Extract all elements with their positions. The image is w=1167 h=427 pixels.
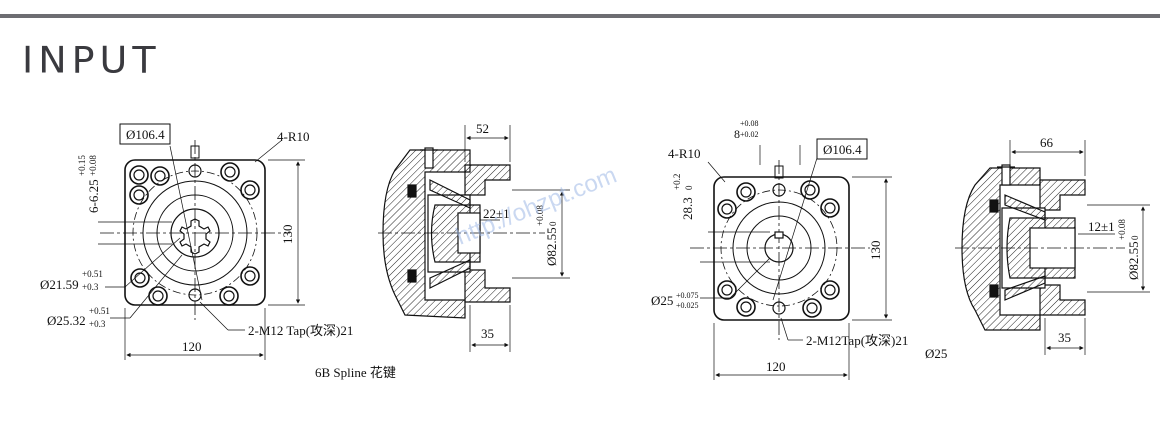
bolt-holes <box>717 180 840 318</box>
right-key-height-tol-upper: +0.2 <box>672 174 682 190</box>
left-key-width: 6-6.25 <box>86 179 101 213</box>
left-major-tol-lower: +0.3 <box>89 319 106 329</box>
right-side-pilot-dia: Ø82.55 <box>1126 241 1141 280</box>
page-title: INPUT <box>22 39 161 81</box>
right-side-inner-dim: 12±1 <box>1088 219 1115 234</box>
right-key-height-tol-lower: 0 <box>684 185 694 190</box>
right-key-width: 8 <box>734 127 740 141</box>
right-height: 130 <box>868 241 883 261</box>
left-side-top-dim: 52 <box>476 121 489 136</box>
left-side-labels: 52 35 22±1 Ø82.55 +0.08 0 <box>476 121 559 341</box>
right-side-bottom-dim: 35 <box>1058 330 1071 345</box>
right-front-view <box>690 138 892 380</box>
left-side-view <box>378 125 570 352</box>
right-front-labels: Ø106.4 4-R10 8 +0.08 +0.02 28.3 +0.2 0 Ø… <box>651 119 947 374</box>
right-side-pilot-tol-upper: +0.08 <box>1117 219 1127 240</box>
right-corner-radius: 4-R10 <box>668 146 701 161</box>
left-width: 120 <box>182 339 202 354</box>
left-corner-radius: 4-R10 <box>277 129 310 144</box>
right-key-tol-upper: +0.08 <box>740 119 759 128</box>
left-minor-tol-upper: +0.51 <box>82 269 103 279</box>
left-side-pilot-tol-lower: 0 <box>548 221 558 226</box>
left-bore-dia: Ø106.4 <box>126 127 165 142</box>
left-major-dia: Ø25.32 <box>47 313 86 328</box>
left-side-pilot-dia: Ø82.55 <box>544 227 559 266</box>
bolt-holes <box>129 162 260 306</box>
left-side-bottom-dim: 35 <box>481 326 494 341</box>
right-key-height: 28.3 <box>680 197 695 220</box>
right-shaft-dia: Ø25 <box>651 293 673 308</box>
header-rule <box>0 14 1160 18</box>
left-front-labels: Ø106.4 4-R10 6-6.25 +0.15 +0.08 Ø21.59 +… <box>40 127 396 380</box>
left-minor-tol-lower: +0.3 <box>82 282 99 292</box>
left-height: 130 <box>280 225 295 245</box>
right-shaft-tol-lower: +0.025 <box>676 301 699 310</box>
left-key-tol-lower: +0.08 <box>88 155 98 176</box>
left-key-tol-upper: +0.15 <box>77 155 87 176</box>
right-side-pilot-tol-lower: 0 <box>1130 235 1140 240</box>
right-side-labels: 66 35 12±1 Ø82.55 +0.08 0 <box>1040 135 1141 345</box>
left-major-tol-upper: +0.51 <box>89 306 110 316</box>
right-shaft-tol-upper: +0.075 <box>676 291 699 300</box>
left-side-pilot-tol-upper: +0.08 <box>535 205 545 226</box>
right-bore-dia: Ø106.4 <box>823 142 862 157</box>
right-tap: 2-M12Tap(攻深)21 <box>806 333 908 348</box>
right-side-view <box>955 140 1150 355</box>
left-minor-dia: Ø21.59 <box>40 277 79 292</box>
left-side-inner-dim: 22±1 <box>483 206 510 221</box>
left-tap: 2-M12 Tap(攻深)21 <box>248 323 353 338</box>
spline-profile <box>179 218 211 255</box>
left-front-view <box>98 123 305 360</box>
right-side-top-dim: 66 <box>1040 135 1054 150</box>
right-key-tol-lower: +0.02 <box>740 130 759 139</box>
right-width: 120 <box>766 359 786 374</box>
right-caption: Ø25 <box>925 346 947 361</box>
left-caption: 6B Spline 花键 <box>315 365 396 380</box>
